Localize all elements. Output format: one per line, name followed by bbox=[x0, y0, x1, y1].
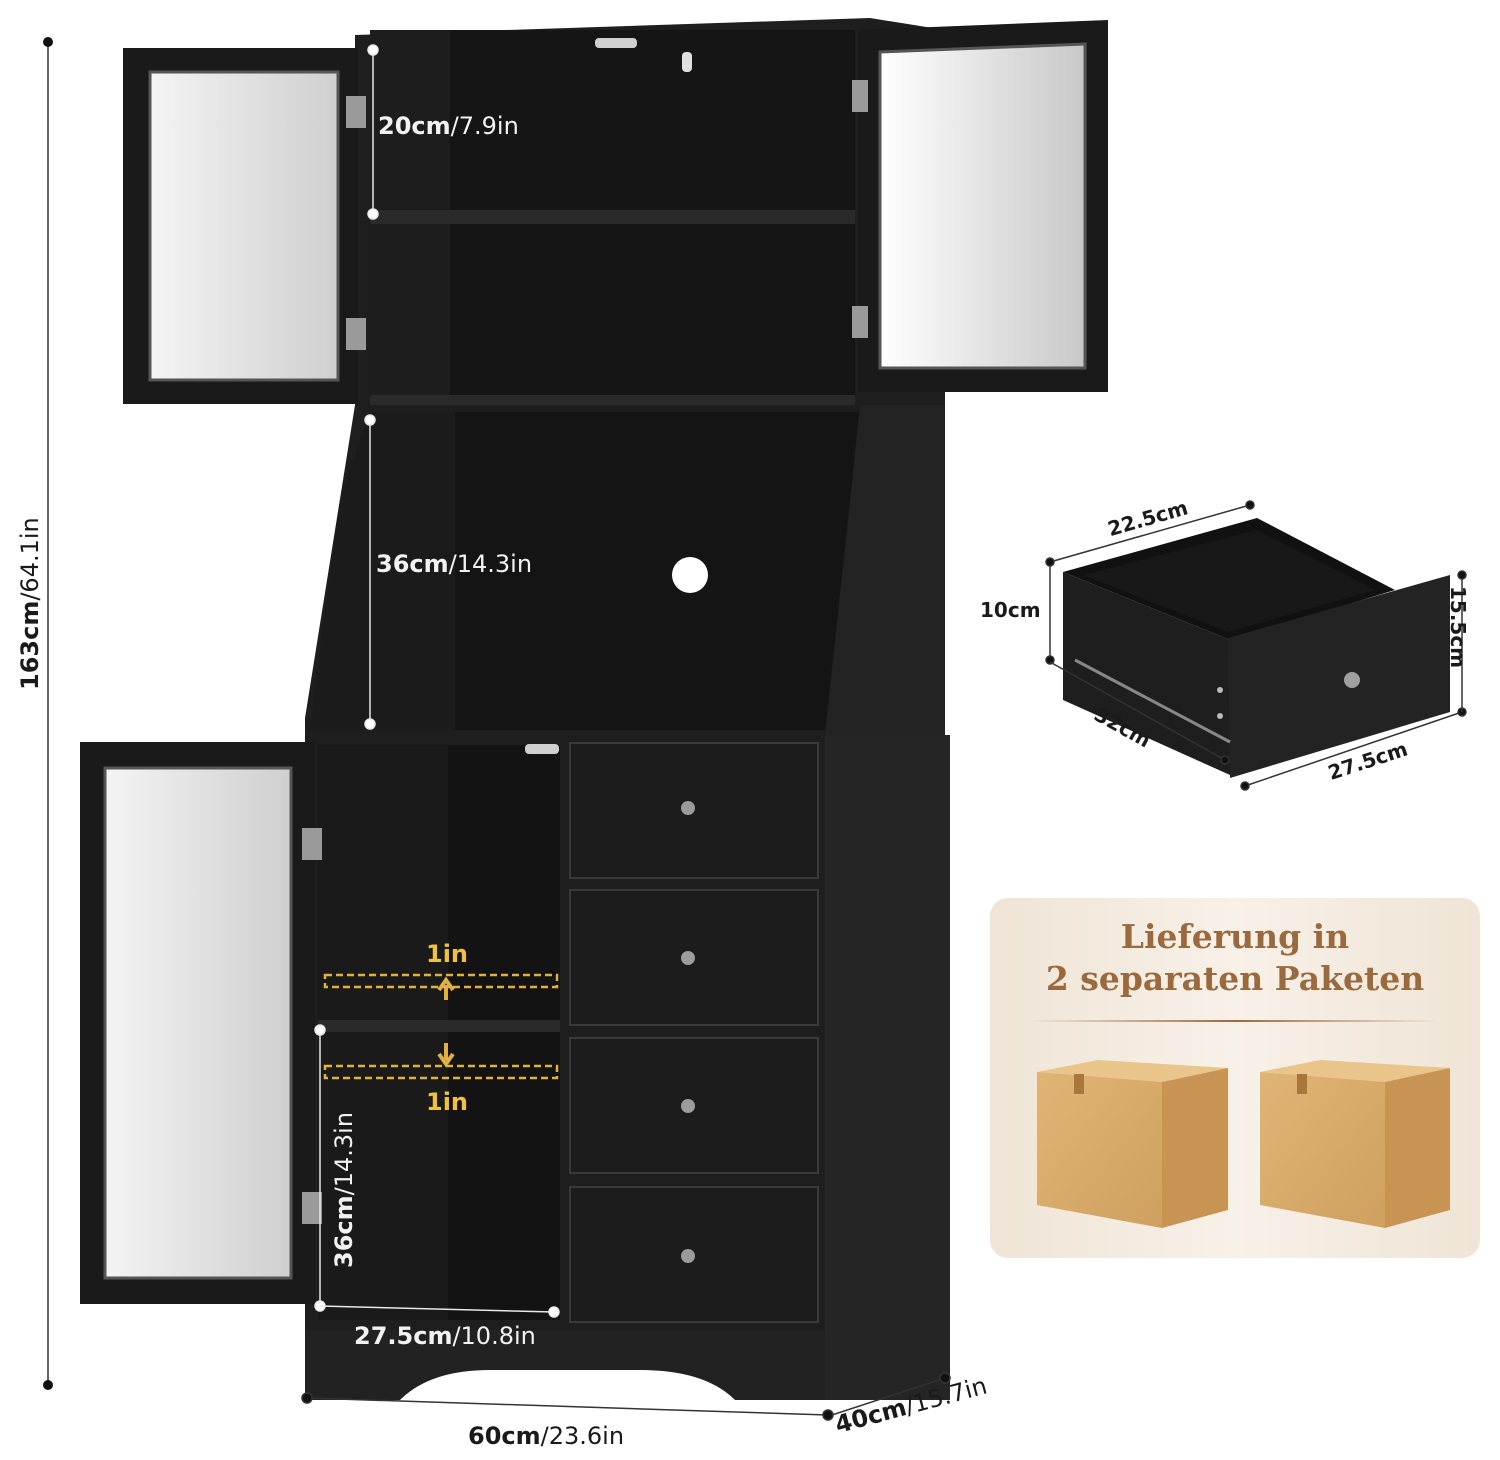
box-right bbox=[1260, 1060, 1450, 1228]
middle-cm: 36cm bbox=[376, 550, 449, 578]
top-shelf-label: 20cm/7.9in bbox=[378, 112, 519, 140]
top-hutch bbox=[355, 18, 945, 409]
lower-width-cm: 27.5cm bbox=[354, 1322, 453, 1350]
top-shelf-cm: 20cm bbox=[378, 112, 451, 140]
width-cm: 60cm bbox=[468, 1422, 541, 1450]
delivery-title: Lieferung in 2 separaten Paketen bbox=[990, 916, 1480, 1000]
height-value-cm: 163cm bbox=[16, 600, 44, 690]
width-depth-lines bbox=[301, 1372, 951, 1421]
height-dimension-line bbox=[43, 37, 53, 1390]
width-label: 60cm/23.6in bbox=[468, 1422, 624, 1450]
middle-section bbox=[305, 405, 945, 740]
delivery-divider bbox=[1030, 1020, 1440, 1022]
top-right-glass-door bbox=[852, 20, 1108, 392]
shelf-adjust-markers bbox=[323, 973, 559, 1080]
lower-width-label: 27.5cm/10.8in bbox=[354, 1322, 536, 1350]
top-shelf-in: /7.9in bbox=[450, 112, 519, 140]
width-in: /23.6in bbox=[540, 1422, 625, 1450]
drawer-stack bbox=[569, 742, 819, 1323]
lower-in: /14.3in bbox=[330, 1111, 358, 1196]
drawer-detail bbox=[1063, 518, 1450, 778]
delivery-title-line2: 2 separaten Paketen bbox=[1045, 959, 1425, 998]
drawer-inner-height-label: 10cm bbox=[980, 598, 1041, 622]
height-label: 163cm/64.1in bbox=[16, 517, 44, 690]
delivery-title-line1: Lieferung in bbox=[1120, 917, 1350, 956]
drawer-dimension-lines bbox=[1045, 500, 1467, 791]
bottom-left-glass-door bbox=[80, 742, 322, 1304]
middle-in: /14.3in bbox=[448, 550, 533, 578]
drawer-front-height-label: 15.5cm bbox=[1446, 586, 1470, 669]
height-value-in: /64.1in bbox=[16, 517, 44, 601]
adjust-up-label: 1in bbox=[426, 940, 469, 968]
box-left bbox=[1037, 1060, 1228, 1228]
lower-section-label: 36cm/14.3in bbox=[330, 1112, 358, 1268]
interior-dimension-lines bbox=[314, 44, 560, 1318]
top-left-glass-door bbox=[123, 48, 366, 404]
lower-cm: 36cm bbox=[330, 1195, 358, 1268]
lower-width-in: /10.8in bbox=[452, 1322, 536, 1350]
adjust-down-label: 1in bbox=[426, 1088, 469, 1116]
middle-section-label: 36cm/14.3in bbox=[376, 550, 532, 578]
